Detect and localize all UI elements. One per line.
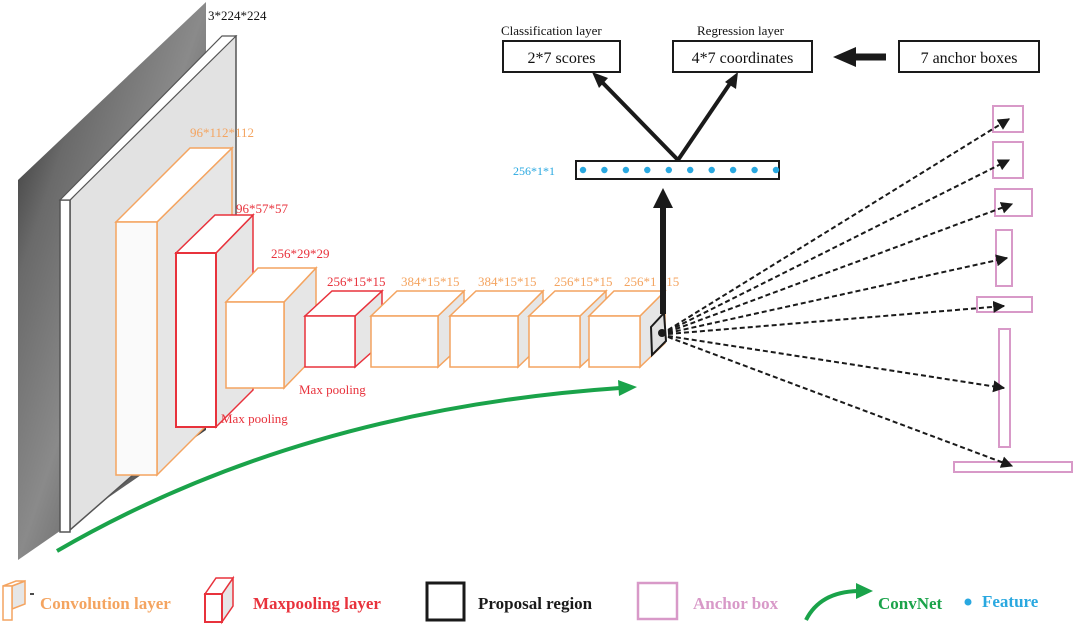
feature-dot — [644, 166, 651, 174]
convnet-curve-arrowhead — [618, 380, 637, 396]
anchor-boxes — [953, 105, 1073, 473]
up-arrow — [653, 188, 673, 314]
dashed-arrow — [667, 335, 1006, 393]
input-slab-edge — [59, 199, 71, 533]
legend-proposal-label: Proposal region — [478, 594, 593, 613]
layer-6-size-label: 384*15*15 — [478, 274, 537, 289]
legend: Convolution layer Maxpooling layer Propo… — [2, 575, 1039, 625]
classification-layer-title: Classification layer — [501, 23, 602, 38]
feature-dots — [579, 166, 780, 174]
classification-box-text: 2*7 scores — [528, 50, 596, 67]
anchor-box — [992, 141, 1024, 179]
layer-2-size-label: 96*57*57 — [236, 201, 289, 216]
layer-8-size-label: 256*1 *15 — [624, 274, 679, 289]
feature-dot — [772, 166, 780, 174]
legend-pool-label: Maxpooling layer — [253, 594, 381, 613]
feature-dot — [601, 166, 608, 174]
feature-dot — [751, 166, 758, 174]
dashed-arrow — [667, 254, 1009, 334]
anchor-box — [994, 188, 1033, 217]
proposal-region — [649, 310, 668, 358]
legend-proposal-icon — [425, 581, 466, 622]
regression-box — [672, 40, 813, 73]
maxpool-1-label: Max pooling — [221, 411, 288, 426]
layer-1-size-label: 96*112*112 — [190, 125, 254, 140]
classification-arrow — [592, 72, 680, 162]
classification-box — [502, 40, 621, 73]
anchor-box — [976, 296, 1033, 313]
legend-feature-label: Feature — [982, 592, 1039, 611]
legend-convnet-label: ConvNet — [878, 594, 943, 613]
anchor-to-regression-arrow — [833, 47, 886, 67]
anchor-box — [992, 105, 1024, 133]
dashed-arrow — [667, 300, 1006, 335]
input-size-label: 3*224*224 — [208, 8, 267, 23]
anchor-boxes-box-text: 7 anchor boxes — [921, 50, 1018, 67]
layer-4-size-label: 256*15*15 — [327, 274, 386, 289]
legend-conv-icon — [2, 579, 34, 621]
feature-dot — [665, 166, 672, 174]
feature-vector-label: 256*1*1 — [513, 164, 555, 178]
proposal-center-dot — [658, 329, 666, 337]
regression-arrow — [676, 72, 738, 162]
layer-5-size-label: 384*15*15 — [401, 274, 460, 289]
maxpool-2-label: Max pooling — [299, 382, 366, 397]
feature-dot — [622, 166, 630, 174]
legend-pool-icon — [203, 575, 235, 625]
feature-dot — [708, 166, 715, 174]
convnet-curve — [55, 386, 621, 553]
feature-dot — [729, 166, 737, 174]
legend-convnet-icon — [804, 589, 859, 621]
dashed-arrow — [667, 336, 1014, 468]
legend-anchor-label: Anchor box — [693, 594, 779, 613]
layer-7-size-label: 256*15*15 — [554, 274, 613, 289]
legend-feature-icon — [964, 598, 972, 606]
anchor-box — [953, 461, 1073, 473]
feature-dot — [579, 166, 587, 174]
legend-conv-label: Convolution layer — [40, 594, 171, 613]
regression-layer-title: Regression layer — [697, 23, 785, 38]
dashed-arrow — [667, 159, 1011, 332]
legend-anchor-icon — [636, 581, 679, 621]
anchor-boxes-box — [898, 40, 1040, 73]
pool-layer-2 — [303, 289, 384, 369]
layer-3-size-label: 256*29*29 — [271, 246, 330, 261]
dashed-arrow — [667, 118, 1011, 331]
input-slab-top — [58, 35, 238, 201]
conv-layer-6 — [587, 289, 667, 369]
dashed-arrow — [667, 202, 1014, 333]
feature-dot — [687, 166, 694, 174]
anchor-dashed-arrows — [667, 118, 1014, 468]
regression-box-text: 4*7 coordinates — [692, 50, 794, 67]
